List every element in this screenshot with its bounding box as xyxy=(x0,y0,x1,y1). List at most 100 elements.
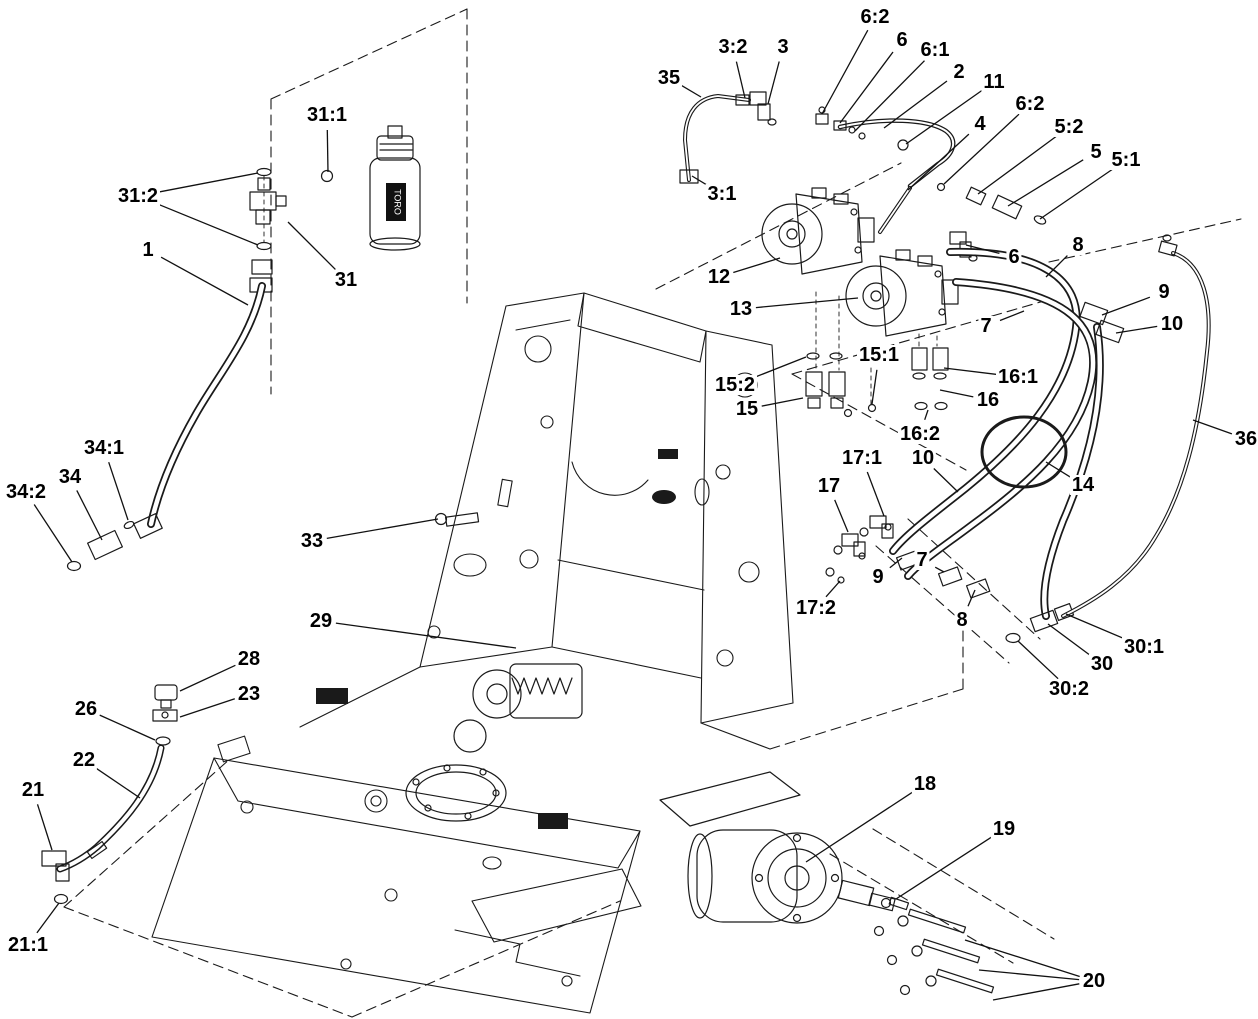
leader-line xyxy=(943,113,1020,185)
callout-30: 30 xyxy=(1088,653,1116,675)
callout-34-2: 34:2 xyxy=(3,481,49,503)
o-ring-17-2 xyxy=(825,567,835,577)
hydraulic-motor-18 xyxy=(659,771,896,924)
bolt-20-head xyxy=(897,915,909,927)
leader-line xyxy=(326,518,439,540)
callout-34-1: 34:1 xyxy=(81,437,127,459)
callout-16: 16 xyxy=(974,389,1002,411)
callout-16-2: 16:2 xyxy=(897,423,943,445)
o-ring xyxy=(767,118,777,126)
o-ring-16-2 xyxy=(914,401,928,411)
filter-decal xyxy=(386,183,406,221)
connector-34 xyxy=(87,529,123,561)
callout-34: 34 xyxy=(56,466,84,488)
leader-line xyxy=(179,698,236,718)
o-ring xyxy=(256,241,272,251)
callout-10: 10 xyxy=(909,447,937,469)
leader-line xyxy=(76,490,103,541)
elbow-21 xyxy=(41,850,67,867)
callout-2: 2 xyxy=(951,61,967,83)
callout-31-2: 31:2 xyxy=(115,185,161,207)
hose-loop-14 xyxy=(980,415,1068,489)
leader-line xyxy=(821,29,869,115)
fittings-15 xyxy=(805,352,877,418)
elbow-6 xyxy=(949,231,967,245)
decal xyxy=(538,813,568,829)
leader-line xyxy=(825,580,841,598)
tube-35-assembly xyxy=(679,91,777,184)
callout-22: 22 xyxy=(70,749,98,771)
callout-28: 28 xyxy=(235,648,263,670)
leader-line xyxy=(895,836,992,900)
leader-line xyxy=(967,589,976,607)
leader-line xyxy=(866,471,885,517)
screw xyxy=(843,408,853,418)
callout-31-1: 31:1 xyxy=(304,104,350,126)
loader-frame xyxy=(151,292,794,1014)
hydraulic-pump-12 xyxy=(761,187,875,275)
o-ring-30-2 xyxy=(1005,632,1021,644)
o-ring-16-1 xyxy=(933,372,947,380)
frame-decals xyxy=(316,449,678,829)
callout-21: 21 xyxy=(19,779,47,801)
callout-1: 1 xyxy=(140,239,156,261)
leader-line xyxy=(767,61,780,105)
o-ring-26 xyxy=(155,736,171,746)
callout-15: 15 xyxy=(733,398,761,420)
callout-5-1: 5:1 xyxy=(1109,149,1143,171)
leader-line xyxy=(905,90,983,145)
o-ring xyxy=(833,545,843,555)
washer xyxy=(886,954,898,966)
leader-line xyxy=(907,133,970,191)
callout-5: 5 xyxy=(1088,141,1104,163)
callout-14: 14 xyxy=(1069,474,1097,496)
fittings-17 xyxy=(825,515,894,584)
filter-decal-text: TORO xyxy=(393,189,403,215)
o-ring xyxy=(66,560,82,572)
callout-15-1: 15:1 xyxy=(856,344,902,366)
leader-line xyxy=(943,367,1004,376)
washer xyxy=(899,984,911,996)
bolt-19-head xyxy=(880,897,892,909)
callout-19: 19 xyxy=(990,818,1018,840)
callout-6-1: 6:1 xyxy=(918,39,952,61)
leader-line xyxy=(978,969,1080,981)
callout-6-2: 6:2 xyxy=(1013,93,1047,115)
leader-line xyxy=(96,767,141,799)
leader-line xyxy=(1039,167,1114,220)
callout-17-1: 17:1 xyxy=(839,447,885,469)
leader-line xyxy=(33,504,73,563)
assembly-centerlines xyxy=(263,175,938,405)
leader-line xyxy=(854,60,925,132)
leader-line xyxy=(179,664,236,692)
fittings-30 xyxy=(1005,603,1075,644)
leader-line xyxy=(735,61,746,99)
leader-line xyxy=(871,369,878,405)
leader-line xyxy=(1045,255,1068,278)
leader-line xyxy=(924,409,929,421)
bolt-20-head xyxy=(925,975,937,987)
leader-line xyxy=(326,129,329,173)
decal xyxy=(316,688,348,704)
o-ring-15-2 xyxy=(806,352,820,360)
callout-10: 10 xyxy=(1158,313,1186,335)
hose-nut-9 xyxy=(1079,301,1109,326)
hose-clamp xyxy=(86,840,108,860)
leader-line xyxy=(999,310,1025,322)
connector-30 xyxy=(1029,609,1059,633)
nut-30-1 xyxy=(1053,603,1075,621)
tube-36 xyxy=(1061,234,1211,618)
callout-6: 6 xyxy=(1006,246,1022,268)
callout-36: 36 xyxy=(1232,428,1258,450)
leader-line xyxy=(839,51,894,124)
leader-line xyxy=(977,135,1058,195)
hose-nut-10 xyxy=(1095,319,1125,344)
callout-12: 12 xyxy=(705,266,733,288)
callout-9: 9 xyxy=(1156,281,1172,303)
oil-filter-assembly: TORO xyxy=(249,125,421,275)
leader-line xyxy=(805,791,913,863)
fittings-16 xyxy=(911,347,949,411)
